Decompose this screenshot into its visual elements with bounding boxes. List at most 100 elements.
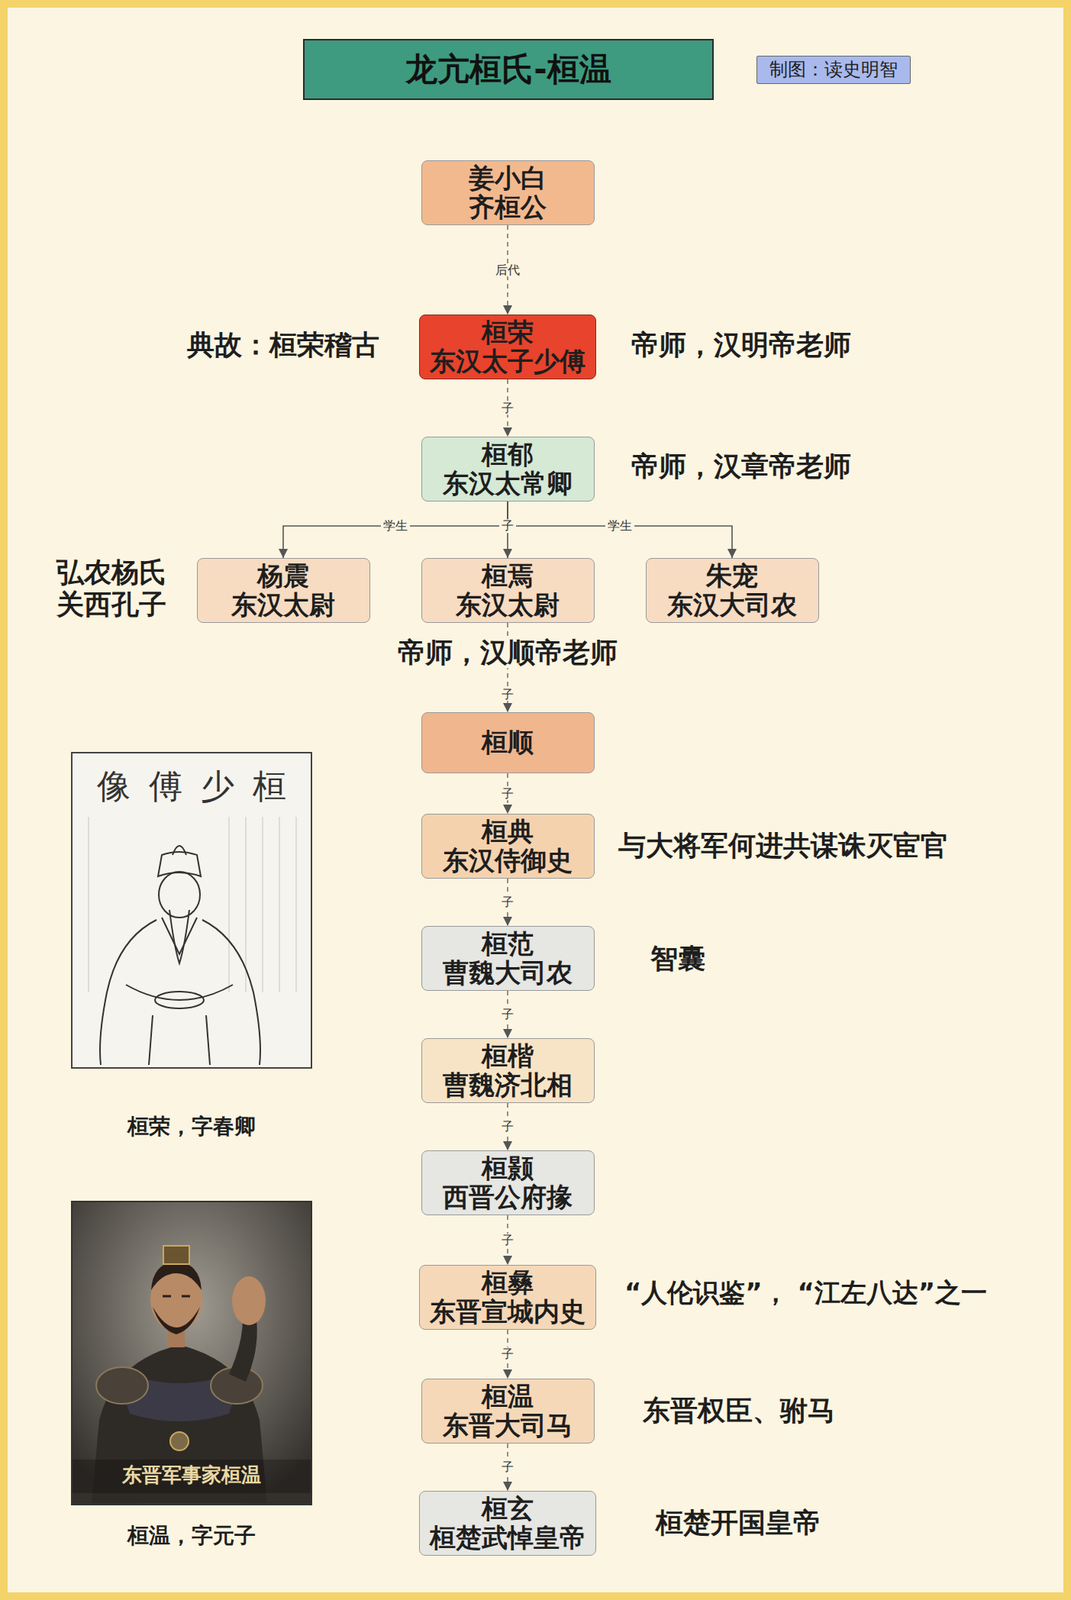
node-text: 东汉太尉 xyxy=(455,590,560,620)
node-text: 东晋大司马 xyxy=(442,1411,573,1440)
person-box: 桓颢西晋公府掾 xyxy=(421,1150,595,1216)
caption-text: 桓荣，字春卿 xyxy=(127,1114,256,1139)
column-line xyxy=(245,816,247,993)
edge-label: 后代 xyxy=(493,263,523,278)
person-box: 桓荣东汉太子少傅 xyxy=(419,314,597,380)
node-text: 桓颢 xyxy=(481,1154,534,1183)
person-box: 朱宠东汉大司农 xyxy=(645,558,820,623)
lineage-connector xyxy=(283,501,508,559)
node-text: 桓典 xyxy=(481,817,534,846)
sketch-portrait xyxy=(71,752,312,1068)
node-text: 桓楚武悼皇帝 xyxy=(429,1523,586,1552)
node-text: 朱宠 xyxy=(706,561,759,591)
node-text: 制图：读史明智 xyxy=(769,59,898,80)
note-text: 弘农杨氏 xyxy=(56,556,167,588)
node-text: 桓顺 xyxy=(481,728,534,757)
hands xyxy=(154,991,204,1009)
edge-label: 子 xyxy=(499,1119,517,1134)
edge-label: 子 xyxy=(499,787,517,801)
robe-right xyxy=(202,919,261,1065)
portrait-frame xyxy=(71,752,312,1068)
edge-label: 子 xyxy=(499,895,517,910)
edge-label: 子 xyxy=(499,519,517,533)
node-text: 曹魏济北相 xyxy=(442,1071,573,1100)
note-text: 桓楚开国皇帝 xyxy=(655,1506,821,1539)
lineage-connector xyxy=(507,501,733,559)
person-box: 桓彝东晋宣城内史 xyxy=(419,1264,597,1330)
column-line xyxy=(262,816,264,993)
person-box: 姜小白齐桓公 xyxy=(421,160,595,226)
person-box: 桓温东晋大司马 xyxy=(421,1378,595,1444)
node-text: 西晋公府掾 xyxy=(442,1183,573,1212)
node-text: 东汉太尉 xyxy=(231,590,336,620)
note-text: “人伦识鉴”， “江左八达”之一 xyxy=(624,1277,988,1308)
node-text: 桓玄 xyxy=(481,1494,534,1523)
person-box: 桓范曹魏大司农 xyxy=(421,925,595,991)
beard xyxy=(152,1306,201,1335)
node-text: 东汉大司农 xyxy=(667,590,797,620)
node-text: 杨震 xyxy=(257,561,310,591)
person-box: 桓郁东汉太常卿 xyxy=(421,436,595,502)
person-box: 杨震东汉太尉 xyxy=(196,558,371,623)
raised-hand xyxy=(232,1276,266,1326)
portrait-frame xyxy=(71,1201,312,1505)
person-box: 桓顺 xyxy=(421,712,595,774)
hair xyxy=(151,1261,202,1291)
note-text: 帝师，汉章帝老师 xyxy=(631,450,852,482)
node-text: 姜小白 xyxy=(468,164,547,193)
node-text: 桓楷 xyxy=(481,1041,534,1071)
portrait-inscription: 像傅少桓 xyxy=(96,767,305,807)
note-text: 智囊 xyxy=(650,942,706,975)
edge-label: 子 xyxy=(499,1460,517,1475)
node-text: 桓温 xyxy=(481,1382,534,1411)
crown xyxy=(163,1245,190,1265)
edge-label: 子 xyxy=(499,1233,517,1248)
caption-band xyxy=(72,1459,311,1494)
scholar-figure xyxy=(100,845,261,1065)
node-text: 桓郁 xyxy=(481,440,534,469)
edge-label: 子 xyxy=(499,1347,517,1362)
person-box: 桓焉东汉太尉 xyxy=(421,558,595,623)
node-text: 桓荣 xyxy=(481,318,534,347)
column-line xyxy=(88,816,90,993)
note-text: 关西孔子 xyxy=(56,588,167,620)
portrait-inscription: 东晋军事家桓温 xyxy=(122,1464,262,1488)
edge-label: 学生 xyxy=(380,519,410,533)
column-line xyxy=(229,816,230,993)
column-lines xyxy=(88,816,297,993)
edge-label: 子 xyxy=(499,687,517,702)
eye xyxy=(181,1295,191,1298)
note-text: 帝师，汉明帝老师 xyxy=(631,329,852,361)
node-text: 齐桓公 xyxy=(468,193,547,222)
hat xyxy=(158,851,201,877)
belt-buckle xyxy=(170,1432,189,1451)
robe-left xyxy=(100,919,157,1065)
column-line xyxy=(279,816,281,993)
head xyxy=(158,871,201,918)
person-box: 桓玄桓楚武悼皇帝 xyxy=(419,1490,597,1556)
note-text: 帝师，汉顺帝老师 xyxy=(393,636,623,668)
note-text: 典故：桓荣稽古 xyxy=(187,329,380,361)
node-text: 桓焉 xyxy=(481,561,534,591)
column-line xyxy=(296,816,297,993)
person-box: 桓楷曹魏济北相 xyxy=(421,1038,595,1104)
title-box: 龙亢桓氏-桓温 xyxy=(303,38,714,101)
node-text: 东晋宣城内史 xyxy=(429,1297,586,1326)
note-text: 东晋权臣、驸马 xyxy=(642,1394,836,1426)
edge-label: 学生 xyxy=(605,519,635,533)
note-text: 与大将军何进共谋诛灭宦官 xyxy=(618,829,949,862)
hat-knot xyxy=(172,845,187,855)
credit-box: 制图：读史明智 xyxy=(756,55,911,84)
caption-text: 桓温，字元子 xyxy=(127,1523,256,1549)
edge-label: 子 xyxy=(499,401,517,416)
edge-label: 子 xyxy=(499,1007,517,1022)
painted-portrait xyxy=(71,1201,312,1505)
person-box: 桓典东汉侍御史 xyxy=(421,813,595,879)
raised-arm xyxy=(229,1319,258,1382)
collar xyxy=(161,917,197,955)
node-text: 东汉太常卿 xyxy=(442,469,573,498)
node-text: 曹魏大司农 xyxy=(442,958,573,988)
node-text: 东汉侍御史 xyxy=(442,846,573,875)
shoulder-pad xyxy=(96,1367,149,1404)
